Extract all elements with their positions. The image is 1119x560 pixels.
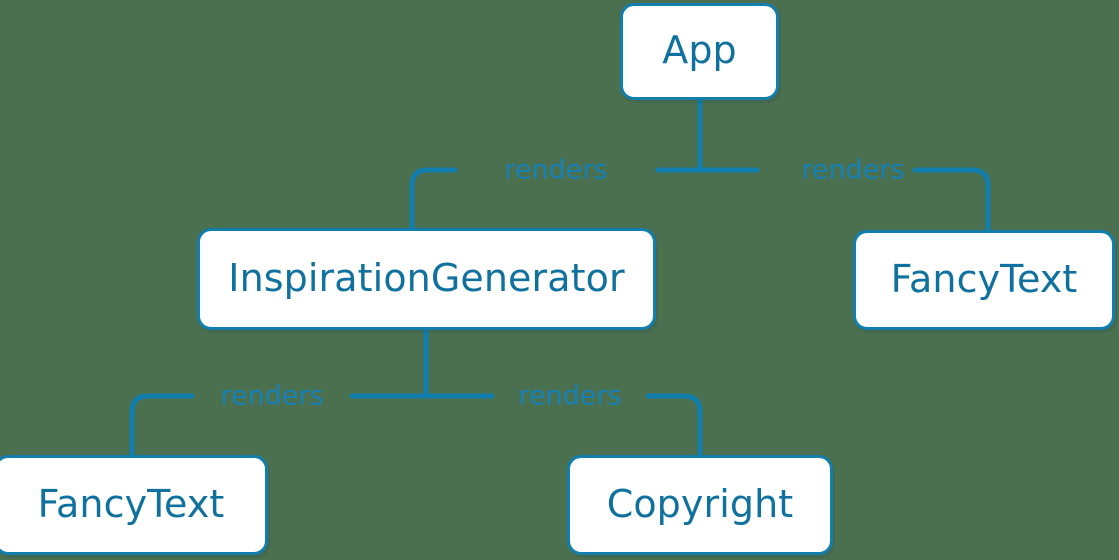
edge-app-inspiration-left-segment [409, 167, 458, 231]
node-app[interactable]: App [620, 3, 779, 100]
node-fancytext-right-label: FancyText [890, 256, 1078, 301]
edge-ig-copyright-right-segment [645, 393, 703, 458]
node-fancytext-bottom-label: FancyText [37, 481, 225, 526]
node-app-label: App [662, 28, 737, 72]
node-fancytext-bottom[interactable]: FancyText [0, 455, 268, 555]
edge-ig-fancytext-left-segment [129, 393, 195, 458]
node-copyright[interactable]: Copyright [567, 455, 833, 555]
edge-label-app-fancytext: renders [801, 154, 905, 186]
node-inspiration-generator-label: InspirationGenerator [228, 255, 625, 300]
node-fancytext-right[interactable]: FancyText [853, 230, 1115, 330]
edge-label-inspiration-copyright: renders [518, 380, 622, 412]
edge-label-inspiration-fancytext: renders [220, 380, 324, 412]
node-inspiration-generator[interactable]: InspirationGenerator [197, 228, 656, 330]
node-copyright-label: Copyright [606, 481, 794, 526]
edge-app-fancytext-right-segment [912, 167, 991, 233]
edge-label-app-inspiration: renders [504, 154, 608, 186]
